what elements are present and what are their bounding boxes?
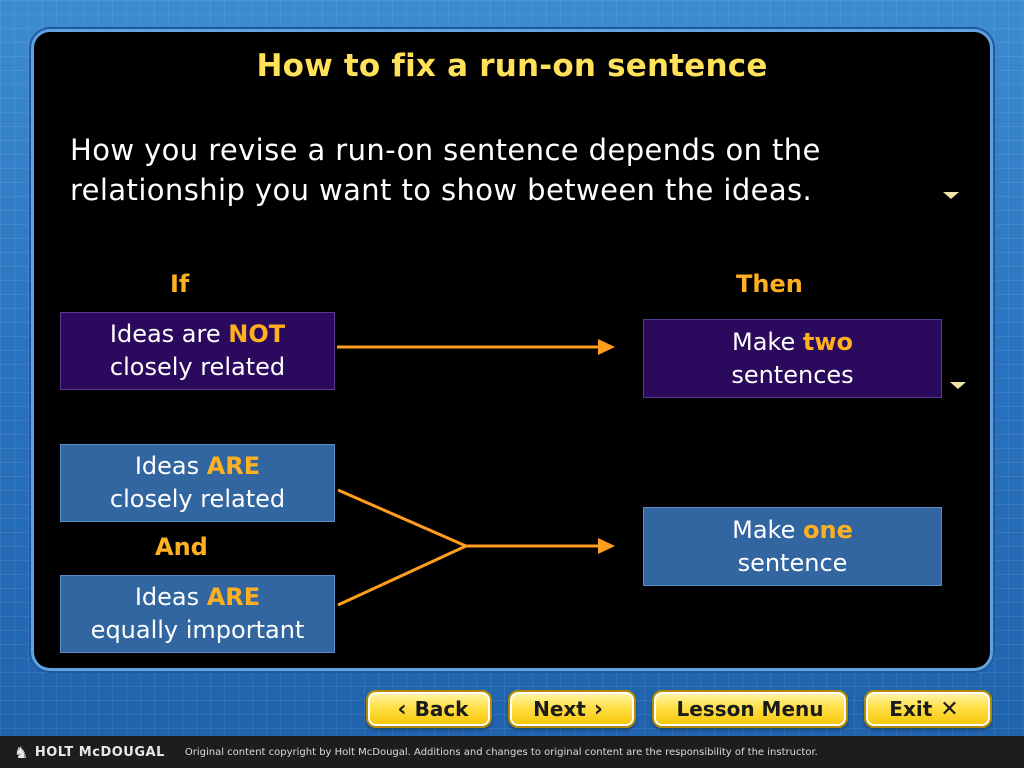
condition-equally-important: Ideas ARE equally important [60, 575, 335, 653]
result-rest: sentence [737, 548, 848, 577]
horse-logo-icon: ♞ [14, 742, 29, 762]
back-button-label: Back [414, 697, 469, 721]
condition-emphasis: ARE [206, 583, 261, 611]
next-button[interactable]: Next › [508, 690, 636, 728]
condition-rest: closely related [109, 353, 286, 381]
lesson-menu-button[interactable]: Lesson Menu [652, 690, 848, 728]
result-emphasis: one [803, 515, 853, 544]
condition-prefix: Ideas are [109, 320, 229, 348]
intro-text: How you revise a run-on sentence depends… [70, 130, 970, 210]
next-cue-icon[interactable] [943, 192, 959, 199]
exit-button-label: Exit [889, 697, 933, 721]
then-heading: Then [736, 270, 803, 298]
chevron-left-icon: ‹ [397, 696, 407, 722]
chevron-right-icon: › [593, 696, 603, 722]
result-prefix: Make [732, 515, 803, 544]
condition-prefix: Ideas [134, 583, 207, 611]
condition-not-related: Ideas are NOT closely related [60, 312, 335, 390]
brand-logo: ♞ HOLT McDOUGAL [14, 743, 165, 762]
and-connector: And [155, 533, 208, 561]
condition-are-related: Ideas ARE closely related [60, 444, 335, 522]
next-cue-icon[interactable] [950, 382, 966, 389]
condition-rest: equally important [90, 616, 305, 644]
result-two-sentences: Make two sentences [643, 319, 942, 398]
next-button-label: Next [533, 697, 586, 721]
close-icon: ✕ [940, 696, 959, 722]
result-rest: sentences [731, 360, 854, 389]
if-heading: If [170, 270, 190, 298]
brand-name: HOLT McDOUGAL [34, 744, 165, 760]
result-emphasis: two [802, 327, 853, 356]
copyright-notice: Original content copyright by Holt McDou… [184, 746, 818, 758]
condition-emphasis: NOT [228, 320, 286, 348]
result-one-sentence: Make one sentence [643, 507, 942, 586]
slide-title: How to fix a run-on sentence [256, 48, 768, 84]
result-prefix: Make [732, 327, 803, 356]
footer-bar: ♞ HOLT McDOUGAL Original content copyrig… [0, 736, 1024, 768]
lesson-menu-button-label: Lesson Menu [676, 697, 824, 721]
condition-rest: closely related [109, 485, 286, 513]
exit-button[interactable]: Exit ✕ [864, 690, 992, 728]
intro-sentence: How you revise a run-on sentence depends… [70, 133, 821, 207]
condition-prefix: Ideas [134, 452, 207, 480]
condition-emphasis: ARE [206, 452, 261, 480]
back-button[interactable]: ‹ Back [366, 690, 492, 728]
